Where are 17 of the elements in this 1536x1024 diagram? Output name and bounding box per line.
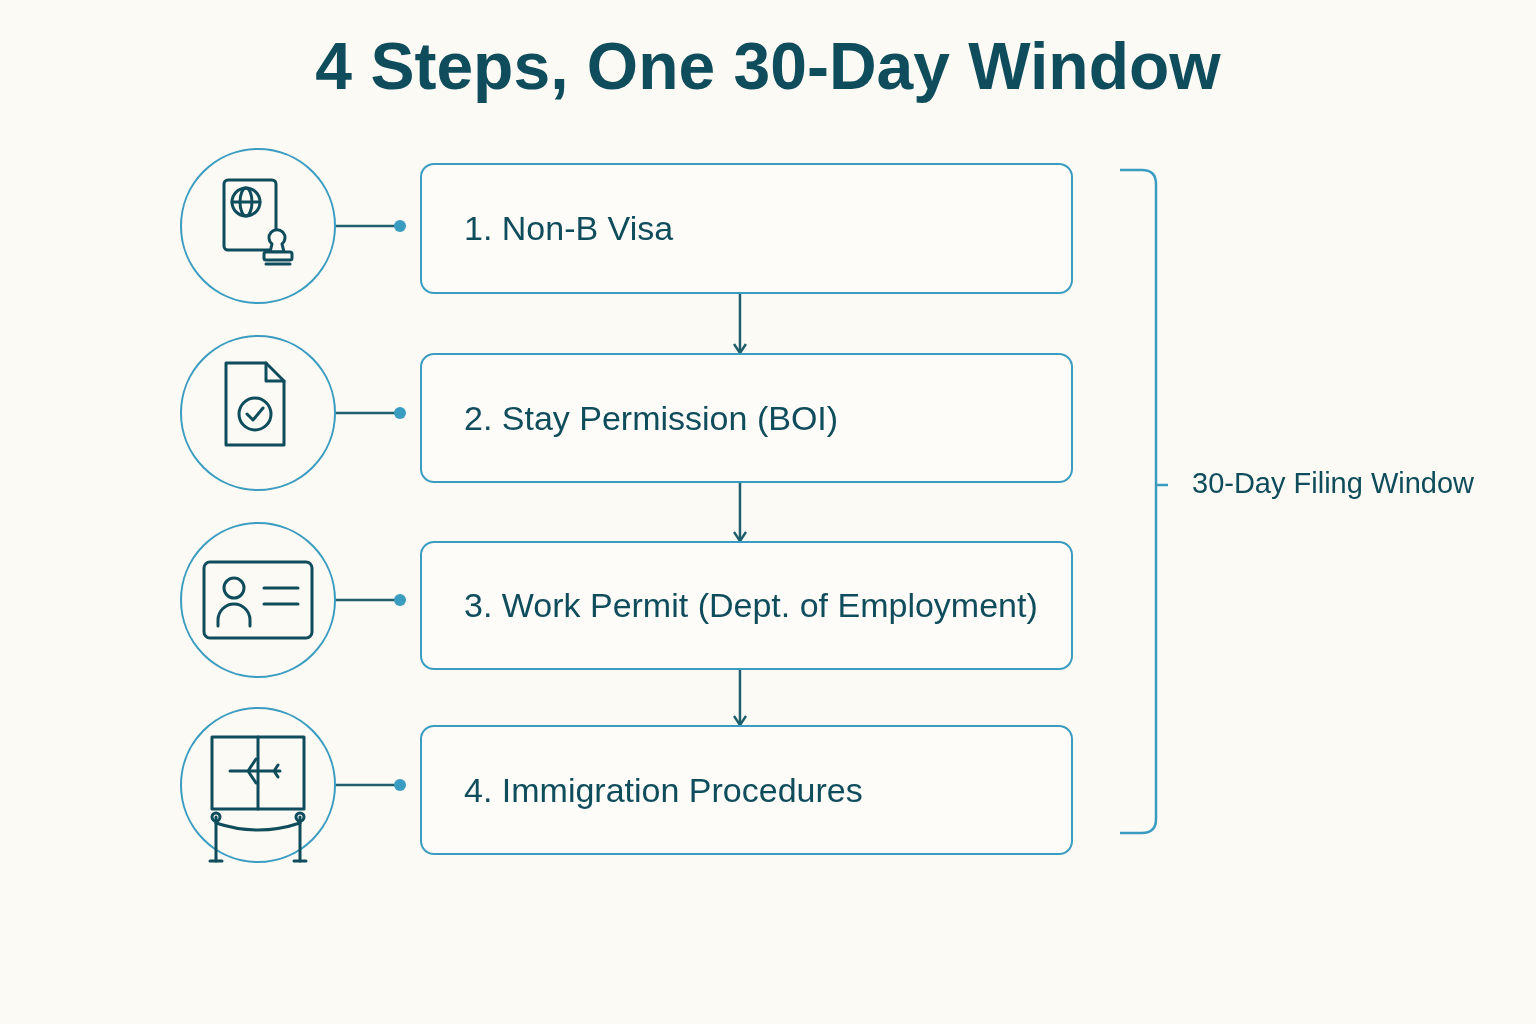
step-box [420,725,1073,855]
dot-connector [336,594,406,606]
step-box [420,163,1073,294]
bracket-label: 30-Day Filing Window [1192,467,1475,500]
step-label: 1. Non-B Visa [464,209,674,248]
step-box [420,541,1073,670]
dot-connector [336,220,406,232]
step-box [420,353,1073,483]
title: 4 Steps, One 30-Day Window [314,28,1222,104]
step-label: 3. Work Permit (Dept. of Employment) [464,586,1038,625]
dot-connector [336,779,406,791]
dot-connector [336,407,406,419]
arrow [732,294,748,355]
step-label: 2. Stay Permission (BOI) [464,398,839,438]
step-label: 4. Immigration Procedures [464,770,863,810]
arrow [732,483,748,543]
arrow [732,670,748,727]
